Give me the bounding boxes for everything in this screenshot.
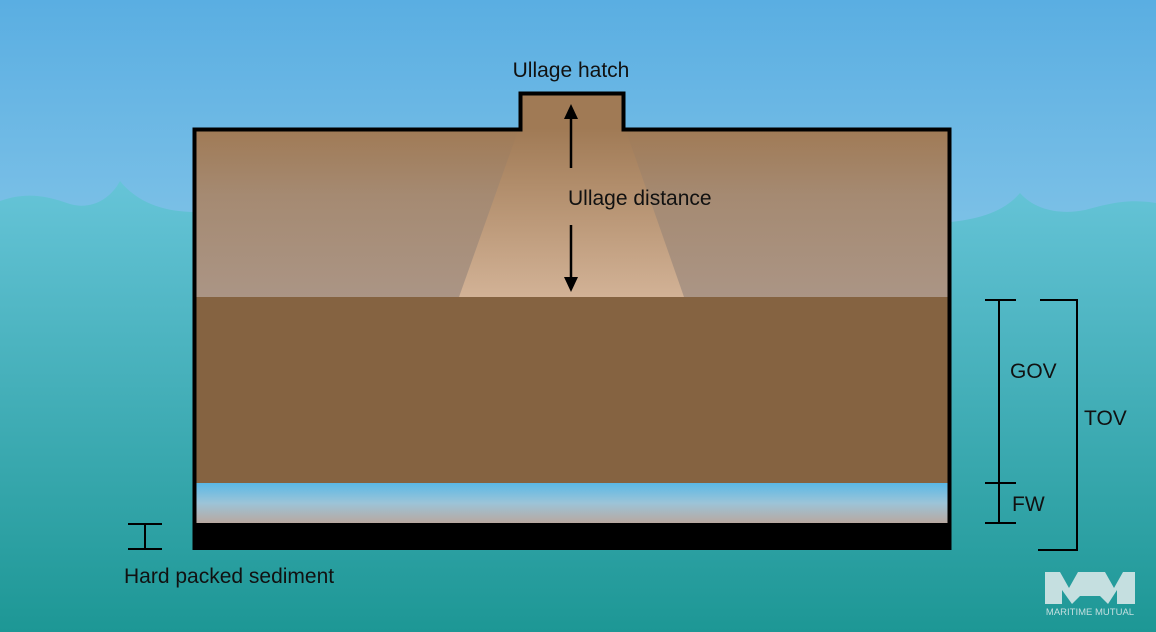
tank-outline [192,91,952,550]
free-water-layer [193,483,951,523]
fw-label: FW [1012,493,1045,516]
oil-layer [193,297,951,483]
tank [192,91,952,550]
maritime-mutual-logo: MARITIME MUTUAL [1045,572,1135,618]
logo-text: MARITIME MUTUAL [1046,607,1134,618]
gov-bracket [985,299,1016,524]
sediment-marker [128,523,162,550]
tov-label: TOV [1084,407,1127,430]
sediment-label: Hard packed sediment [124,565,334,588]
tov-bracket [1038,299,1078,551]
ullage-cone [459,128,684,297]
ullage-arrows [564,104,578,292]
ullage-hatch-label: Ullage hatch [513,59,630,82]
gov-label: GOV [1010,360,1057,383]
ullage-distance-label: Ullage distance [568,187,712,210]
sediment-layer [193,523,951,550]
